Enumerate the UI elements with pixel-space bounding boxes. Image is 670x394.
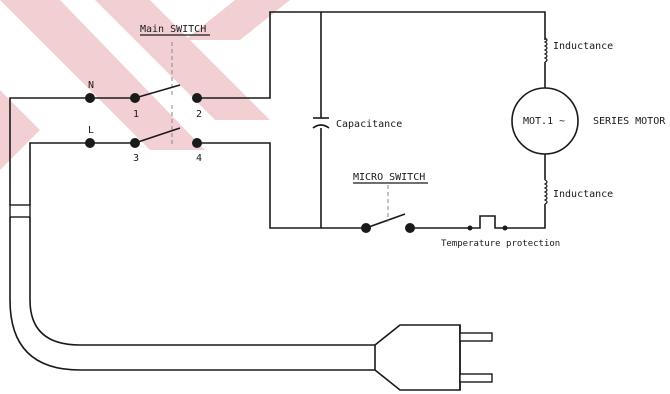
main-switch-label: Main SWITCH bbox=[140, 24, 206, 35]
terminal-2-label: 2 bbox=[196, 109, 202, 120]
micro-switch bbox=[361, 185, 470, 233]
temperature-protection-label: Temperature protection bbox=[441, 239, 560, 249]
terminal-1-label: 1 bbox=[133, 109, 139, 120]
terminal-1-dot bbox=[130, 93, 140, 103]
terminal-4-label: 4 bbox=[196, 153, 202, 164]
terminal-l-dot bbox=[85, 138, 95, 148]
live-line bbox=[29, 127, 365, 229]
terminal-2-dot bbox=[192, 93, 202, 103]
inductance-top bbox=[543, 37, 548, 88]
terminal-n-label: N bbox=[88, 80, 94, 91]
temperature-protection bbox=[467, 215, 508, 231]
motor-label: MOT.1 ~ bbox=[523, 116, 565, 127]
terminal-3-dot bbox=[130, 138, 140, 148]
series-motor-label: SERIES MOTOR bbox=[593, 116, 666, 127]
plug bbox=[374, 324, 493, 391]
inductance-bottom-label: Inductance bbox=[553, 189, 613, 200]
terminal-4-dot bbox=[192, 138, 202, 148]
inductance-top-label: Inductance bbox=[553, 41, 613, 52]
capacitance-label: Capacitance bbox=[336, 119, 402, 130]
micro-switch-label: MICRO SWITCH bbox=[353, 172, 425, 183]
terminal-l-label: L bbox=[88, 125, 94, 136]
terminal-n-dot bbox=[85, 93, 95, 103]
terminal-3-label: 3 bbox=[133, 153, 139, 164]
power-cord bbox=[9, 204, 375, 371]
inductance-bottom bbox=[505, 154, 548, 229]
capacitor bbox=[312, 12, 330, 228]
